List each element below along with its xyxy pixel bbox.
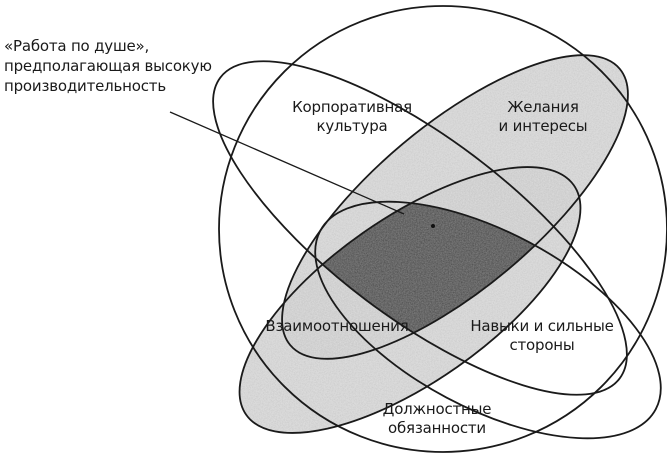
- relationships-line-1: Взаимоотношения: [265, 317, 409, 335]
- job-duties-line-2: обязанности: [388, 419, 486, 437]
- skills-label: Навыки и сильные стороны: [462, 317, 622, 355]
- callout-line-3: производительность: [4, 77, 166, 95]
- desires-label: Желания и интересы: [488, 98, 598, 136]
- corporate-culture-label: Корпоративная культура: [282, 98, 422, 136]
- core-dot: [431, 224, 435, 228]
- corporate-culture-line-2: культура: [316, 117, 388, 135]
- callout-line-1: «Работа по душе»,: [4, 37, 150, 55]
- desires-line-1: Желания: [507, 98, 579, 116]
- job-duties-outline: [218, 5, 667, 453]
- corporate-culture-line-1: Корпоративная: [292, 98, 412, 116]
- job-duties-line-1: Должностные: [382, 400, 492, 418]
- relationships-outline: [238, 166, 582, 434]
- callout-leader-line: [169, 111, 405, 215]
- relationships-label: Взаимоотношения: [262, 317, 412, 336]
- skills-outline: [314, 200, 662, 440]
- callout-label: «Работа по душе», предполагающая высокую…: [4, 36, 212, 96]
- job-duties-label: Должностные обязанности: [372, 400, 502, 438]
- skills-line-2: стороны: [509, 336, 575, 354]
- desires-outline: [281, 54, 629, 360]
- callout-line-2: предполагающая высокую: [4, 57, 212, 75]
- skills-line-1: Навыки и сильные: [470, 317, 614, 335]
- corporate-culture-outline: [212, 60, 628, 396]
- desires-line-2: и интересы: [498, 117, 588, 135]
